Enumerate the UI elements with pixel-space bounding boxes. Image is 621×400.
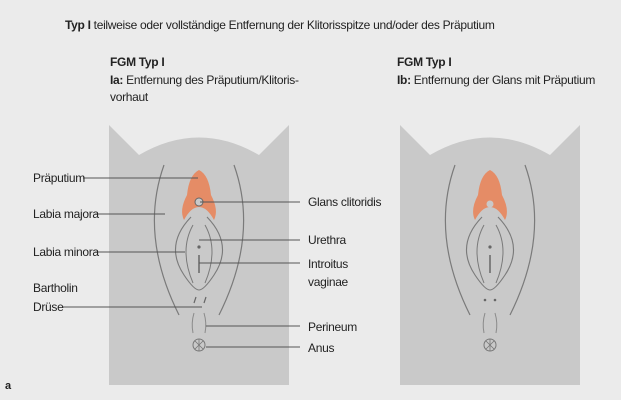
- label-praeputium: Präputium: [33, 171, 85, 185]
- figure-type-ia: [108, 124, 290, 386]
- figure-type-ib: [399, 124, 581, 386]
- label-anus: Anus: [308, 341, 335, 355]
- panel-a-subtitle: Ia: Entfernung des Präputium/Klitoris-: [110, 73, 299, 87]
- label-labia-minora: Labia minora: [33, 245, 99, 259]
- label-vaginae: vaginae: [308, 275, 348, 289]
- panel-b-heading: FGM Typ I: [397, 55, 452, 69]
- label-labia-majora: Labia majora: [33, 207, 99, 221]
- leader-lines: [63, 177, 300, 348]
- label-perineum: Perineum: [308, 320, 357, 334]
- label-introitus: Introitus: [308, 257, 348, 271]
- panel-b-subtitle: Ib: Entfernung der Glans mit Präputium: [397, 73, 596, 87]
- label-bartholin: Bartholin: [33, 281, 78, 295]
- page-title: Typ I teilweise oder vollständige Entfer…: [65, 18, 495, 32]
- label-druese: Drüse: [33, 300, 64, 314]
- label-glans-clitoridis: Glans clitoridis: [308, 195, 382, 209]
- label-urethra: Urethra: [308, 233, 346, 247]
- panel-a-heading: FGM Typ I: [110, 55, 165, 69]
- panel-a-subtitle-line2: vorhaut: [110, 90, 148, 104]
- figure-letter: a: [5, 380, 11, 392]
